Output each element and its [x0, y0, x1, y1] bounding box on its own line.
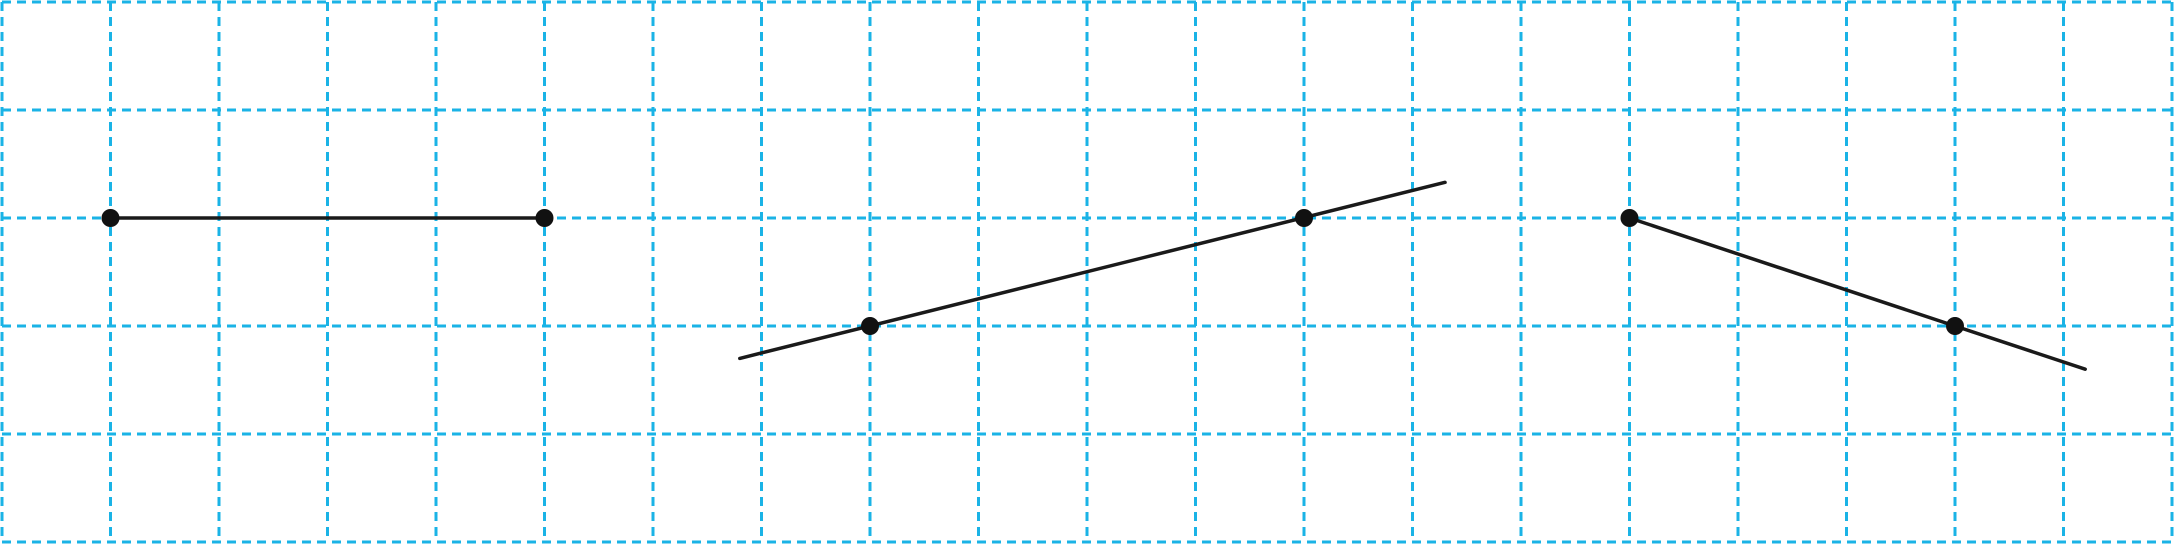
ray-line — [1627, 216, 2087, 371]
segment-point-2 — [535, 209, 554, 227]
line-point-1 — [861, 317, 879, 335]
ray-point-1 — [1620, 209, 1639, 227]
line-point-2 — [1295, 209, 1313, 227]
line-line — [738, 180, 1447, 361]
segment-point-1 — [101, 209, 120, 227]
figures — [101, 180, 2087, 371]
ray-point-2 — [1946, 317, 1964, 335]
